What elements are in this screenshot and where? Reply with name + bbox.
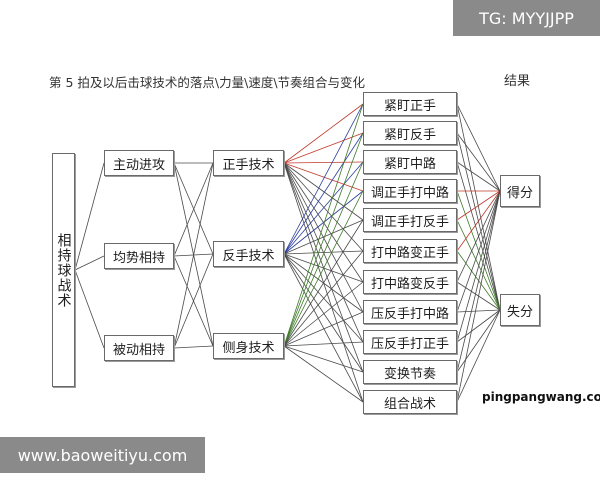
link-c5-r1	[456, 190, 501, 221]
node-lose: 失分	[500, 294, 540, 326]
node-pivot: 侧身技术	[213, 333, 284, 359]
watermark-bottom-left: www.baoweitiyu.com	[0, 437, 205, 473]
node-balanced: 均势相持	[104, 243, 174, 269]
node-tactic-5: 调正手打反手	[363, 208, 457, 232]
link-b2-c6	[283, 250, 364, 255]
link-c11-r2	[456, 309, 501, 403]
link-c8-r2	[456, 309, 501, 313]
node-tactic-4: 调正手打中路	[363, 179, 457, 203]
link-b3-c8	[283, 311, 364, 347]
link-b1-c10	[283, 162, 364, 373]
link-c3-r1	[456, 161, 501, 192]
link-c8-r1	[456, 190, 501, 313]
link-a3-b1	[173, 162, 214, 349]
node-tactic-11: 组合战术	[363, 390, 457, 414]
link-c10-r1	[456, 190, 501, 373]
link-b3-c6	[283, 250, 364, 347]
link-b3-c9	[283, 341, 364, 347]
link-a3-b3	[173, 345, 214, 349]
watermark-site: pingpangwang.com	[480, 390, 600, 404]
link-b3-c11	[283, 345, 364, 403]
node-root-tactics: 相持球战术	[52, 153, 75, 387]
link-b1-c2	[283, 132, 364, 164]
result-column-label: 结果	[504, 74, 531, 89]
link-b3-c3	[283, 161, 364, 347]
link-b3-c2	[283, 132, 364, 347]
node-forehand: 正手技术	[213, 150, 284, 176]
node-tactic-7: 打中路变反手	[363, 270, 457, 294]
link-c1-r1	[456, 103, 501, 192]
link-c11-r1	[456, 190, 501, 403]
node-tactic-2: 紧盯反手	[363, 121, 457, 145]
node-tactic-10: 变换节奏	[363, 360, 457, 384]
link-b2-c5	[283, 219, 364, 255]
link-c9-r2	[456, 309, 501, 343]
link-c7-r1	[456, 190, 501, 283]
link-b1-c6	[283, 162, 364, 252]
link-b1-c8	[283, 162, 364, 313]
link-b3-c1	[283, 103, 364, 347]
link-b3-c7	[283, 281, 364, 347]
node-tactic-9: 压反手打正手	[363, 330, 457, 354]
link-b2-c4	[283, 190, 364, 255]
link-b2-c10	[283, 253, 364, 373]
link-c2-r1	[456, 132, 501, 192]
link-c10-r2	[456, 309, 501, 373]
link-root-a3	[74, 269, 105, 349]
watermark-top-right: TG: MYYJJPP	[453, 0, 600, 36]
link-b2-c1	[283, 103, 364, 255]
node-passive: 被动相持	[104, 335, 174, 361]
link-b1-c4	[283, 162, 364, 192]
node-tactic-6: 打中路变正手	[363, 239, 457, 263]
link-c5-r2	[456, 219, 501, 311]
link-a3-b2	[173, 253, 214, 349]
link-c9-r1	[456, 190, 501, 343]
link-b3-c5	[283, 219, 364, 347]
link-c1-r2	[456, 103, 501, 311]
link-root-a2	[74, 255, 105, 271]
link-b2-c11	[283, 253, 364, 403]
link-b1-c3	[283, 161, 364, 164]
link-b3-c10	[283, 345, 364, 373]
node-attack: 主动进攻	[104, 150, 174, 176]
link-c6-r1	[456, 190, 501, 252]
link-b1-c1	[283, 103, 364, 164]
node-tactic-8: 压反手打中路	[363, 300, 457, 324]
node-tactic-3: 紧盯中路	[363, 150, 457, 174]
link-a2-b1	[173, 162, 214, 257]
diagram-title: 第 5 拍及以后击球技术的落点\力量\速度\节奏组合与变化	[49, 75, 366, 90]
node-backhand: 反手技术	[213, 241, 284, 267]
link-b2-c2	[283, 132, 364, 255]
link-b3-c4	[283, 190, 364, 347]
link-root-a1	[74, 162, 105, 271]
link-b2-c3	[283, 161, 364, 255]
node-tactic-1: 紧盯正手	[363, 92, 457, 116]
node-score: 得分	[500, 175, 540, 207]
link-b1-c5	[283, 162, 364, 221]
